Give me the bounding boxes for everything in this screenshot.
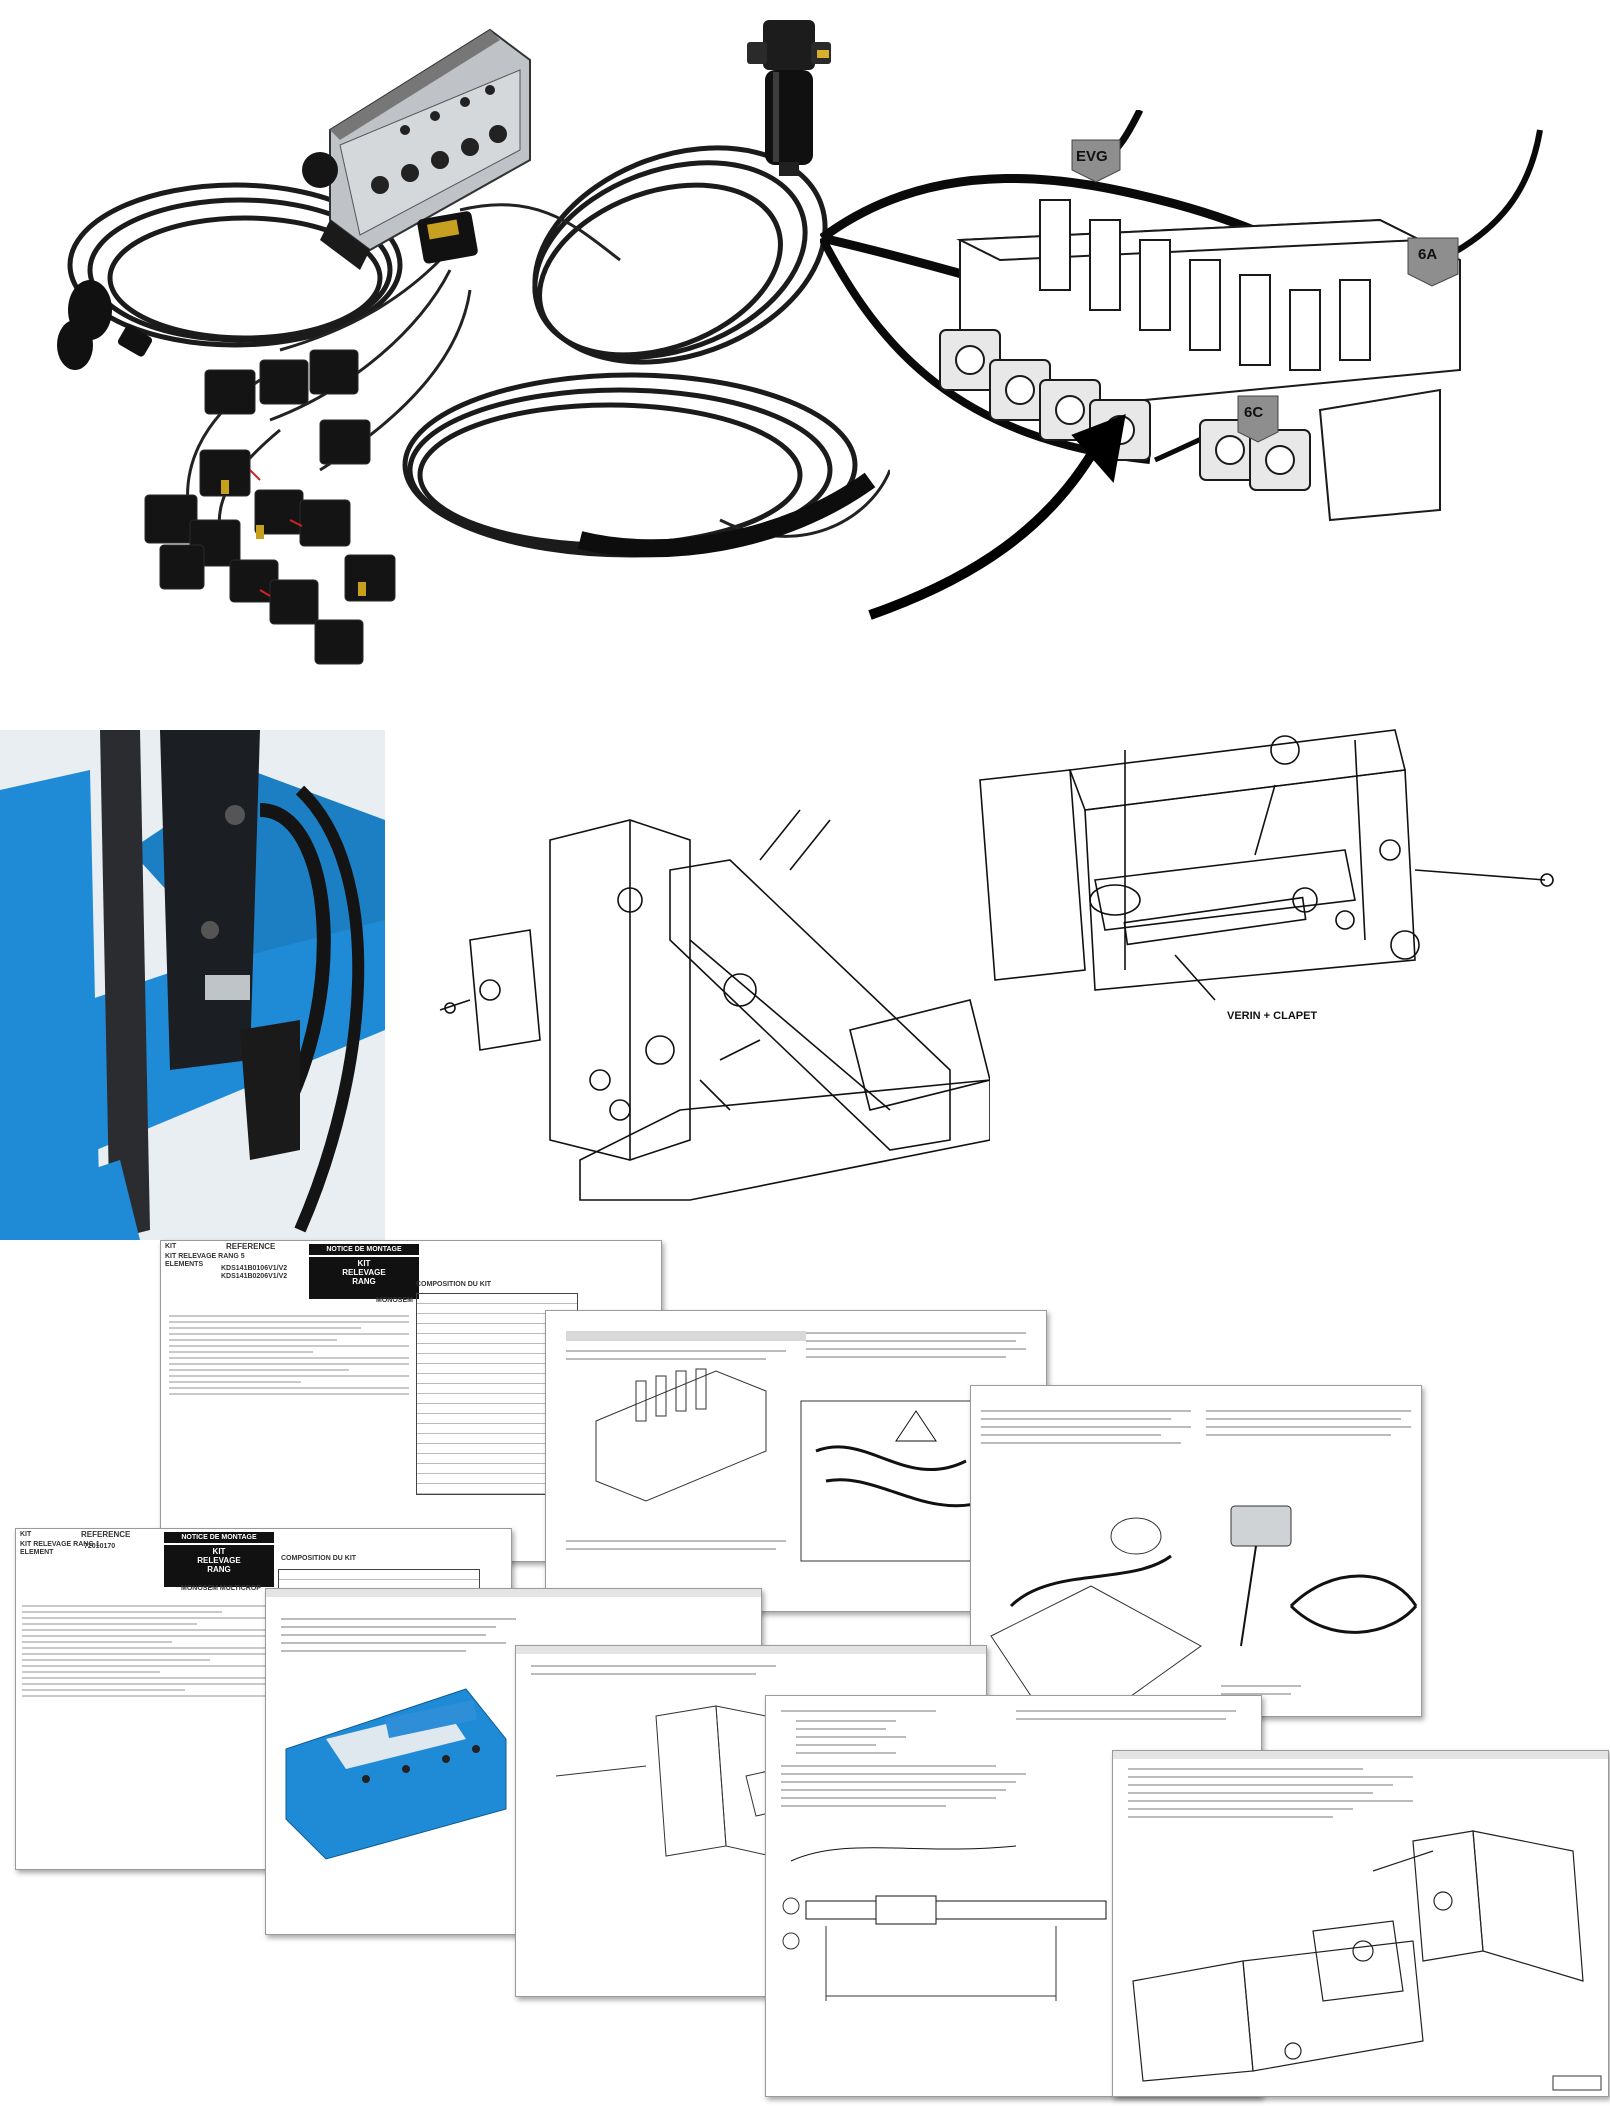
doc1-title: KIT RELEVAGE RANG [309,1257,419,1299]
hydraulic-filter-photo [735,12,840,187]
doc1-kit-name: KIT RELEVAGE RANG 5 ELEMENTS [165,1253,245,1268]
doc2-title: KIT RELEVAGE RANG [164,1545,274,1587]
doc2-refs: 72010170 [84,1543,116,1550]
doc1-reference-label: REFERENCE [226,1242,276,1251]
instruction-doc-4 [970,1385,1422,1717]
doc1-refs: KDS141B0106V1/V2 KDS141B0206V1/V2 [221,1265,288,1280]
valve-block-drawing: EVG 6A 6C [820,110,1610,630]
valve-label-6a: 6A [1418,246,1438,263]
doc2-kit-name: KIT RELEVAGE RANG 1 ELEMENT [20,1541,100,1556]
cylinder-mount-drawing: VERIN + CLAPET [975,710,1575,1040]
doc1-notice: NOTICE DE MONTAGE [309,1244,419,1255]
instruction-doc-8 [1112,1750,1609,2097]
harness-kit-photo [20,0,890,690]
doc1-kit-label: KIT [165,1243,177,1250]
exploded-assembly-drawing [430,780,990,1220]
valve-label-6c: 6C [1244,404,1264,421]
doc2-notice: NOTICE DE MONTAGE [164,1532,274,1543]
doc2-reference-label: REFERENCE [81,1530,131,1539]
valve-label-evg: EVG [1076,148,1108,165]
doc2-composition: COMPOSITION DU KIT [281,1555,357,1562]
control-box [302,28,531,270]
doc1-composition: COMPOSITION DU KIT [416,1281,492,1288]
cylinder-valve-label: VERIN + CLAPET [1227,1010,1318,1022]
doc2-mono: MONOSEM MULTICROP [181,1585,261,1592]
blue-frame-photo [0,730,385,1240]
doc1-mono: MONOSEM [376,1297,413,1304]
doc2-kit-label: KIT [20,1531,32,1538]
instruction-doc-3 [545,1310,1047,1612]
